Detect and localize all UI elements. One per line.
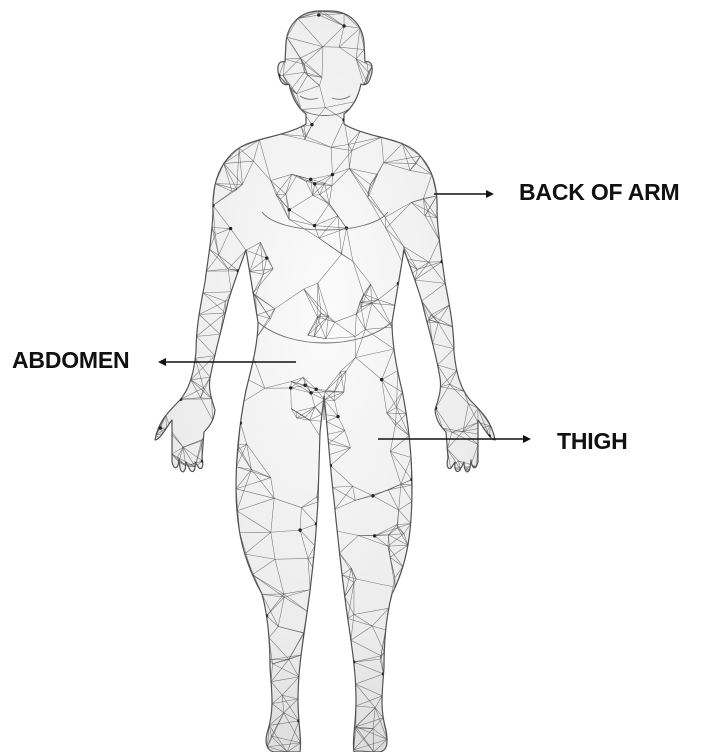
callout-back-of-arm bbox=[434, 190, 494, 198]
mesh-edge bbox=[319, 480, 333, 487]
mesh-node bbox=[313, 224, 316, 227]
mesh-edge bbox=[319, 458, 330, 465]
mesh-node bbox=[380, 378, 383, 381]
mesh-node bbox=[342, 118, 345, 121]
mesh-node bbox=[229, 227, 232, 230]
mesh-edge bbox=[406, 408, 435, 414]
mesh-node bbox=[373, 534, 376, 537]
mesh-node bbox=[314, 388, 317, 391]
mesh-node bbox=[303, 384, 306, 387]
mesh-node bbox=[309, 178, 312, 181]
mesh-edge bbox=[238, 271, 249, 272]
arrow-right-icon bbox=[523, 435, 531, 443]
mesh-edge bbox=[213, 420, 241, 423]
mesh-node bbox=[317, 13, 320, 16]
mesh-edge bbox=[318, 487, 333, 502]
mesh-edge bbox=[313, 568, 342, 575]
mesh-edge bbox=[215, 356, 249, 380]
mesh-node bbox=[309, 391, 312, 394]
arrow-right-icon bbox=[486, 190, 494, 198]
mesh-edge bbox=[220, 334, 257, 336]
mesh-edge bbox=[398, 280, 415, 284]
mesh-node bbox=[336, 415, 339, 418]
mesh-edge bbox=[318, 502, 335, 509]
mesh-edge bbox=[317, 524, 338, 531]
label-thigh: THIGH bbox=[557, 430, 628, 453]
mesh-edge bbox=[231, 292, 255, 296]
mesh-edge bbox=[213, 401, 244, 420]
mesh-edge bbox=[409, 428, 442, 435]
mesh-node bbox=[288, 208, 291, 211]
mesh-node bbox=[313, 182, 316, 185]
mesh-edge bbox=[398, 365, 438, 371]
mesh-node bbox=[265, 256, 268, 259]
mesh-edge bbox=[395, 301, 422, 305]
mesh-node bbox=[310, 123, 313, 126]
mesh-edge bbox=[315, 531, 337, 546]
mesh-edge bbox=[317, 497, 335, 509]
mesh-edge bbox=[315, 546, 340, 553]
arrow-left-icon bbox=[158, 358, 166, 366]
mesh-node bbox=[342, 24, 345, 27]
mesh-edge bbox=[320, 436, 329, 444]
mesh-edge bbox=[160, 428, 172, 454]
mesh-edge bbox=[215, 356, 254, 359]
body-silhouette bbox=[155, 11, 495, 752]
mesh-edge bbox=[319, 465, 331, 480]
mesh-edge bbox=[212, 399, 244, 401]
mesh-node bbox=[289, 386, 292, 389]
mesh-edge bbox=[313, 553, 340, 568]
mesh-edge bbox=[319, 444, 328, 458]
mesh-node bbox=[371, 494, 374, 497]
mesh-node bbox=[298, 528, 301, 531]
mesh-edge bbox=[156, 435, 172, 454]
mesh-edge bbox=[317, 487, 333, 496]
label-back-of-arm: BACK OF ARM bbox=[519, 181, 680, 204]
mesh-node bbox=[331, 173, 334, 176]
mesh-edge bbox=[220, 334, 254, 358]
mesh-edge bbox=[478, 436, 489, 444]
label-abdomen: ABDOMEN bbox=[12, 349, 129, 372]
mesh-node bbox=[159, 426, 162, 429]
mesh-edge bbox=[231, 292, 253, 293]
mesh-edge bbox=[354, 102, 360, 132]
mesh-edge bbox=[166, 428, 172, 432]
mesh-edge bbox=[210, 377, 248, 380]
